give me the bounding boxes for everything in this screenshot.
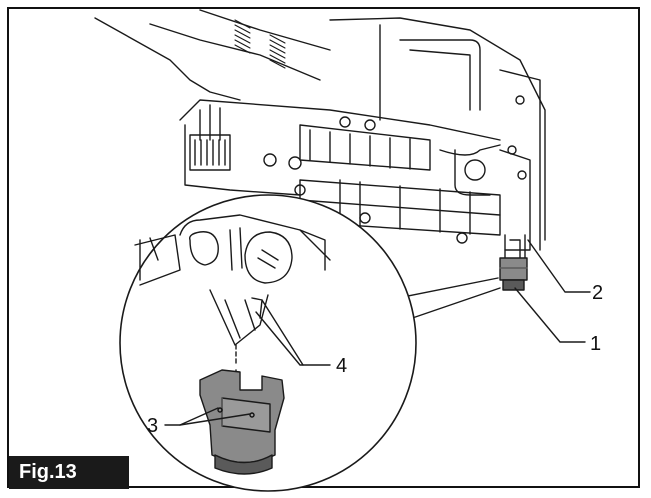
callout-3: 3 [147, 415, 158, 437]
callout-2: 2 [592, 282, 603, 304]
contact-tip-part [199, 369, 285, 475]
callout-4: 4 [336, 355, 347, 377]
figure-label: Fig.13 [9, 456, 129, 489]
zoom-leader-lines [164, 299, 331, 426]
zoom-circle [119, 194, 417, 492]
zoom-upper-hardware [134, 214, 331, 286]
callout-1: 1 [590, 333, 601, 355]
tool-body [94, 9, 546, 251]
magazine-rail [179, 99, 501, 244]
leader-lines [514, 239, 591, 343]
nose-assembly [499, 149, 531, 291]
